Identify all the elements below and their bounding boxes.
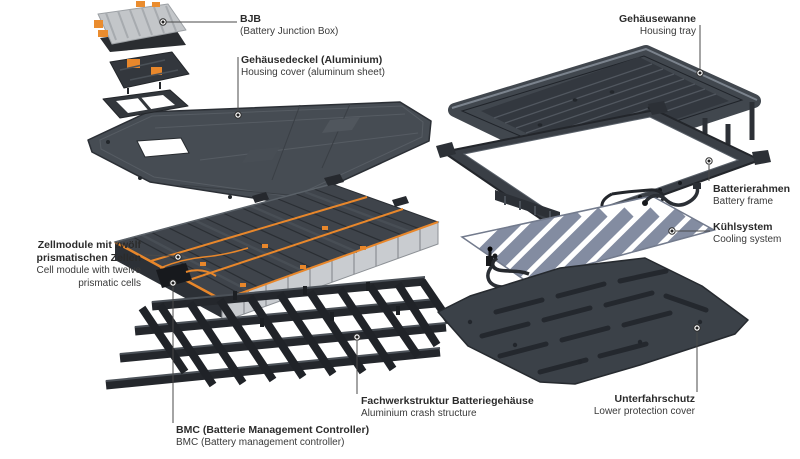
label-lower-protection-subtitle: Lower protection cover	[593, 406, 695, 417]
label-housing-tray-title: Gehäusewanne	[618, 13, 696, 25]
leader-cell-module	[143, 254, 175, 257]
label-bmc-subtitle: BMC (Battery management controller)	[176, 437, 345, 448]
label-crash-structure-subtitle: Aluminium crash structure	[361, 408, 477, 419]
label-cell-module-title-1: Zellmodule mit zwölf	[37, 239, 141, 251]
label-cell-module-subtitle-1: Cell module with twelve	[36, 265, 142, 276]
annotation-dots	[159, 18, 713, 341]
label-cooling-system: Kühlsystem Cooling system	[713, 221, 781, 247]
label-battery-frame-subtitle: Battery frame	[713, 196, 774, 207]
annotation-leaders	[143, 21, 710, 423]
housing-cover-part	[87, 101, 432, 205]
label-battery-frame-title: Batterierahmen	[713, 183, 791, 195]
crash-structure-part	[105, 276, 454, 390]
label-housing-cover-subtitle: Housing cover (aluminum sheet)	[241, 67, 385, 78]
bmc-part	[156, 263, 217, 288]
label-crash-structure: Fachwerkstruktur Batteriegehäuse Alumini…	[361, 395, 534, 421]
label-lower-protection-title: Unterfahrschutz	[614, 393, 695, 405]
label-housing-cover-title: Gehäusedeckel (Aluminium)	[241, 54, 383, 66]
label-housing-tray-subtitle: Housing tray	[639, 26, 696, 37]
mounting-frame-part	[102, 89, 189, 119]
label-bmc-title: BMC (Batterie Management Controller)	[176, 424, 370, 436]
junction-electronics-part	[109, 51, 190, 94]
label-housing-cover: Gehäusedeckel (Aluminium) Housing cover …	[241, 54, 385, 80]
label-cell-module: Zellmodule mit zwölf prismatischen Zelle…	[37, 239, 142, 290]
label-housing-tray: Gehäusewanne Housing tray	[619, 13, 696, 39]
coolant-hose	[491, 256, 530, 276]
label-cell-module-title-2: prismatischen Zellen	[36, 252, 141, 264]
label-lower-protection: Unterfahrschutz Lower protection cover	[594, 393, 695, 419]
label-crash-structure-title: Fachwerkstruktur Batteriegehäuse	[361, 395, 534, 407]
label-bmc: BMC (Batterie Management Controller) BMC…	[176, 424, 369, 450]
label-bjb: BJB (Battery Junction Box)	[240, 13, 338, 39]
bjb-part	[94, 1, 187, 52]
label-cooling-system-subtitle: Cooling system	[713, 234, 782, 245]
lower-protection-part	[437, 253, 749, 385]
label-battery-frame: Batterierahmen Battery frame	[713, 183, 790, 209]
label-bjb-subtitle: (Battery Junction Box)	[240, 26, 339, 37]
label-cell-module-subtitle-2: prismatic cells	[78, 277, 141, 289]
label-bjb-title: BJB	[240, 13, 262, 25]
label-cooling-system-title: Kühlsystem	[713, 221, 773, 233]
coolant-hose	[643, 186, 700, 207]
